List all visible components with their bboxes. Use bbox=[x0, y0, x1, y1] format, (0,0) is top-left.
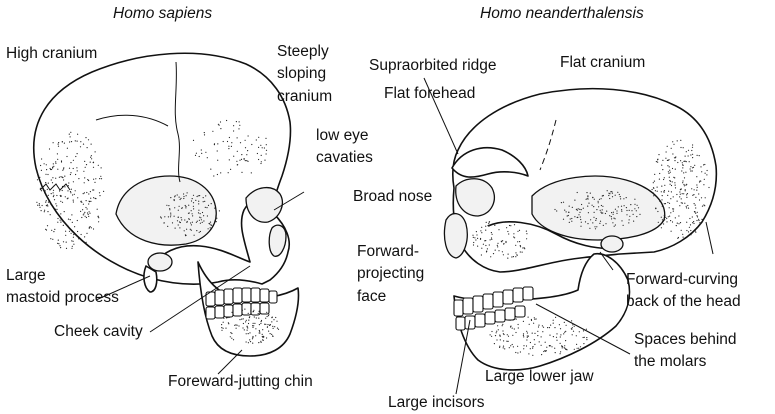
label-mastoid-line2: mastoid process bbox=[6, 288, 119, 307]
label-large-incisors: Large incisors bbox=[388, 393, 485, 412]
neanderthal-ear-canal bbox=[601, 236, 623, 252]
label-high-cranium: High cranium bbox=[6, 44, 97, 63]
label-steeply-line2: sloping bbox=[277, 64, 326, 83]
label-face-line2: projecting bbox=[357, 264, 424, 283]
label-eye-line2: cavaties bbox=[316, 148, 373, 167]
label-supraorbital-ridge: Supraorbited ridge bbox=[369, 56, 497, 75]
label-flat-cranium: Flat cranium bbox=[560, 53, 645, 72]
label-chin: Foreward-jutting chin bbox=[168, 372, 313, 391]
label-mastoid-line1: Large bbox=[6, 266, 46, 285]
leader-back-curve bbox=[706, 222, 713, 254]
sapiens-skull bbox=[34, 53, 299, 356]
label-spaces-line1: Spaces behind bbox=[634, 330, 737, 349]
label-back-head-line2: back of the head bbox=[626, 292, 741, 311]
label-eye-line1: low eye bbox=[316, 126, 369, 145]
label-steeply-line1: Steeply bbox=[277, 42, 329, 61]
label-face-line1: Forward- bbox=[357, 242, 419, 261]
label-steeply-line3: cranium bbox=[277, 87, 332, 106]
label-face-line3: face bbox=[357, 287, 386, 306]
sapiens-cranium bbox=[34, 53, 291, 284]
title-homo-sapiens: Homo sapiens bbox=[113, 4, 212, 23]
sapiens-ear-canal bbox=[148, 253, 172, 271]
label-back-head-line1: Forward-curving bbox=[626, 270, 738, 289]
label-broad-nose: Broad nose bbox=[353, 187, 432, 206]
title-homo-neanderthalensis: Homo neanderthalensis bbox=[480, 4, 644, 23]
label-flat-forehead: Flat forehead bbox=[384, 84, 475, 103]
label-spaces-line2: the molars bbox=[634, 352, 706, 371]
label-cheek-cavity: Cheek cavity bbox=[54, 322, 143, 341]
neanderthal-nasal-opening bbox=[444, 214, 467, 258]
label-large-lower-jaw: Large lower jaw bbox=[485, 367, 594, 386]
